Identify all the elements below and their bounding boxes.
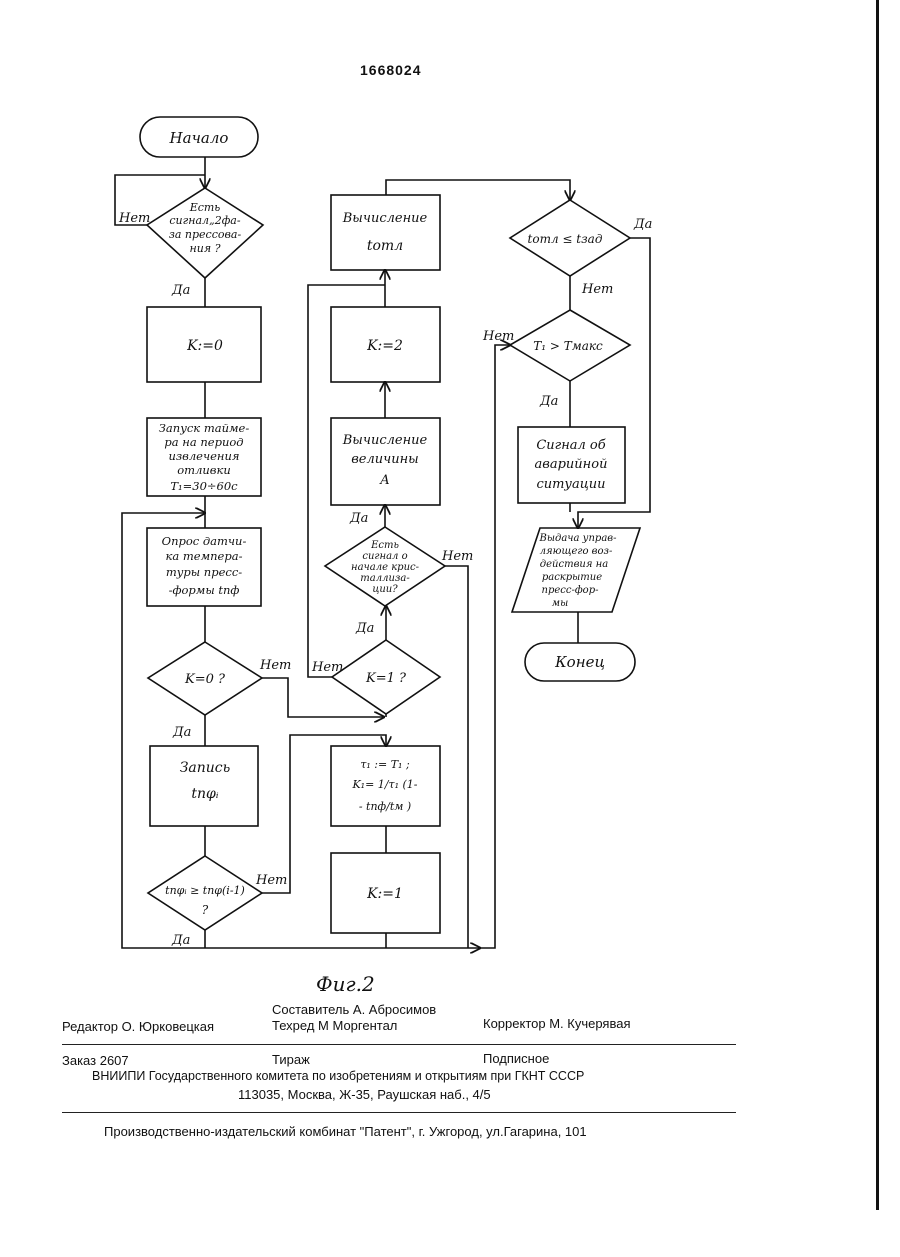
podpisnoe: Подписное bbox=[483, 1051, 549, 1066]
label-no-compare: Нет bbox=[255, 873, 287, 888]
compiler: Составитель А. Абросимов bbox=[272, 1002, 436, 1017]
flowchart: Начало Есть сигнал„2фа- за прессова- ния… bbox=[0, 0, 900, 1000]
k1-decision-text: K=1 ? bbox=[365, 671, 407, 686]
decision-signal-text: Есть сигнал„2фа- за прессова- ния ? bbox=[169, 201, 242, 255]
techred: Техред М Моргентал bbox=[272, 1018, 397, 1033]
output-line-3: действия на bbox=[540, 559, 608, 570]
rule-top bbox=[62, 1044, 736, 1045]
start-text: Начало bbox=[169, 129, 229, 147]
timer-line-1: Запуск тайме- bbox=[159, 421, 250, 435]
output-line-5: пресс-фор- bbox=[542, 585, 600, 596]
corrector: Корректор М. Кучерявая bbox=[483, 1016, 631, 1031]
cryst-line-1: Есть bbox=[370, 540, 399, 551]
rule-bottom bbox=[62, 1112, 736, 1113]
box-calc-t bbox=[331, 195, 440, 270]
compare-line-2: ? bbox=[202, 903, 209, 917]
label-yes-cryst: Да bbox=[349, 511, 368, 526]
tau-line-1: τ₁ := T₁ ; bbox=[360, 758, 410, 771]
label-yes-signal: Да bbox=[171, 283, 190, 298]
label-no-tzad: Нет bbox=[581, 282, 613, 297]
label-yes-k0: Да bbox=[172, 725, 191, 740]
tmax-text: T₁ > Tмакс bbox=[533, 339, 603, 353]
address: 113035, Москва, Ж-35, Раушская наб., 4/5 bbox=[238, 1087, 491, 1102]
calc-a-line-3: A bbox=[379, 473, 389, 488]
calc-a-line-1: Вычисление bbox=[342, 433, 428, 448]
label-no-k1: Нет bbox=[311, 660, 343, 675]
output-line-6: мы bbox=[552, 598, 568, 609]
label-yes-k1: Да bbox=[355, 621, 374, 636]
poll-line-1: Опрос датчи- bbox=[162, 534, 247, 548]
poll-line-2: ка темпера- bbox=[166, 549, 243, 563]
timer-line-3: извлечения bbox=[168, 449, 239, 463]
tzad-text: tотл ≤ tзад bbox=[528, 232, 603, 246]
decision-signal-line-4: ния ? bbox=[189, 242, 220, 255]
cryst-line-5: ции? bbox=[372, 584, 398, 595]
label-yes-tmax: Да bbox=[539, 394, 558, 409]
timer-line-4: отливки bbox=[177, 463, 231, 477]
k0-decision-text: K=0 ? bbox=[184, 672, 226, 687]
k1-text: K:=1 bbox=[366, 886, 403, 902]
cryst-line-4: таллиза- bbox=[360, 573, 410, 584]
decision-signal-line-2: сигнал„2фа- bbox=[169, 214, 240, 227]
alarm-line-3: ситуации bbox=[536, 477, 605, 492]
label-no-k0: Нет bbox=[259, 658, 291, 673]
output-line-1: Выдача управ- bbox=[539, 533, 618, 544]
decision-signal-line-3: за прессова- bbox=[169, 228, 242, 241]
alarm-line-2: аварийной bbox=[535, 457, 608, 472]
timer-line-5: T₁=30÷60с bbox=[170, 479, 238, 493]
timer-line-2: ра на период bbox=[164, 435, 243, 449]
calc-t-line-1: Вычисление bbox=[342, 211, 428, 226]
poll-line-4: -формы tпф bbox=[169, 583, 240, 597]
output-line-4: раскрытие bbox=[542, 572, 602, 583]
plant: Производственно-издательский комбинат "П… bbox=[104, 1124, 587, 1139]
end-text: Конец bbox=[554, 653, 605, 671]
decision-signal-line-1: Есть bbox=[189, 201, 221, 214]
output-line-2: ляющего воз- bbox=[540, 546, 613, 557]
label-no-signal: Нет bbox=[118, 211, 150, 226]
tau-line-3: - tпф/tм ) bbox=[359, 800, 411, 813]
vniipi: ВНИИПИ Государственного комитета по изоб… bbox=[92, 1069, 584, 1083]
label-yes-compare: Да bbox=[171, 933, 190, 948]
compare-line-1: tпφᵢ ≥ tпφ(i-1) bbox=[165, 884, 245, 897]
write-line-1: Запись bbox=[180, 760, 231, 776]
label-no-cryst: Нет bbox=[441, 549, 473, 564]
k2-text: K:=2 bbox=[366, 338, 403, 354]
alarm-line-1: Сигнал об bbox=[536, 438, 605, 453]
calc-a-line-2: величины bbox=[351, 452, 419, 467]
tau-line-2: K₁= 1/τ₁ (1- bbox=[351, 778, 417, 791]
tirazh: Тираж bbox=[272, 1052, 310, 1067]
poll-line-3: туры пресс- bbox=[166, 565, 242, 579]
cryst-line-3: начале крис- bbox=[351, 562, 420, 573]
write-line-2: tпφᵢ bbox=[191, 786, 218, 802]
cryst-line-2: сигнал о bbox=[362, 551, 407, 562]
order: Заказ 2607 bbox=[62, 1053, 129, 1068]
editor: Редактор О. Юрковецкая bbox=[62, 1019, 214, 1034]
figure-caption: Фиг.2 bbox=[316, 972, 375, 996]
calc-t-line-2: tотл bbox=[367, 238, 403, 254]
k0-text: K:=0 bbox=[186, 338, 223, 354]
label-no-tmax: Нет bbox=[482, 329, 514, 344]
label-yes-tzad: Да bbox=[633, 217, 652, 232]
